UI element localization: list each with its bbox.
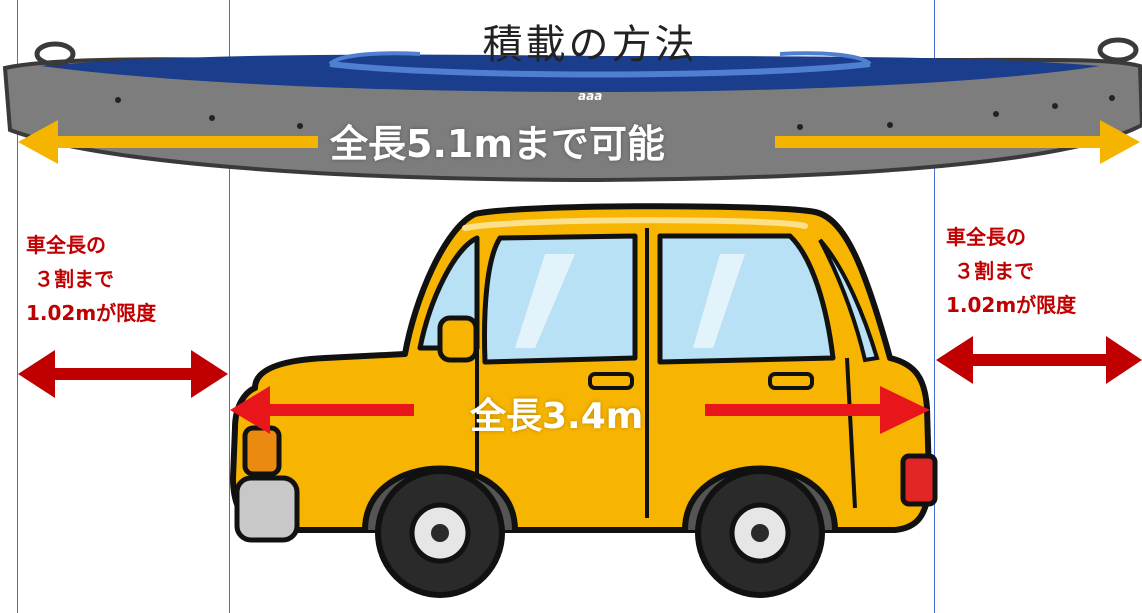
right-note-line1: 車全長の: [946, 225, 1026, 249]
guide-line-car-front: [229, 0, 230, 613]
left-overhang-arrow: [18, 350, 228, 398]
car-illustration: [230, 203, 938, 598]
left-note-line2: ３割まで: [34, 267, 114, 291]
left-note-line3: 1.02mが限度: [26, 301, 157, 325]
left-overhang-note: 車全長の ３割まで 1.02mが限度: [26, 228, 156, 330]
right-overhang-note: 車全長の ３割まで 1.02mが限度: [946, 220, 1076, 322]
right-note-line2: ３割まで: [954, 259, 1034, 283]
page-title: 積載の方法: [482, 22, 698, 68]
car-length-arrow: [230, 386, 930, 434]
kayak-length-arrow: [18, 120, 1140, 164]
guide-line-left: [17, 0, 18, 613]
car-length-label: 全長3.4m: [470, 396, 644, 437]
left-note-line1: 車全長の: [26, 233, 106, 257]
kayak-brand-mark: aaa: [578, 89, 602, 103]
right-note-line3: 1.02mが限度: [946, 293, 1077, 317]
guide-line-car-rear: [934, 0, 935, 613]
right-overhang-arrow: [936, 336, 1142, 384]
kayak-illustration: aaa: [2, 37, 1142, 183]
kayak-length-label: 全長5.1mまで可能: [330, 122, 665, 166]
